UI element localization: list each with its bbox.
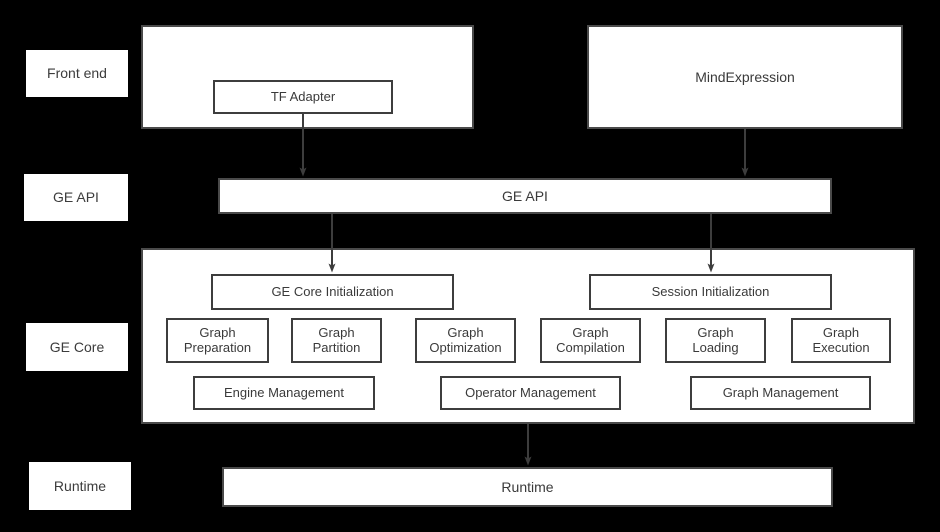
stage-label-ge-core-text: GE Core bbox=[49, 338, 105, 355]
runtime-bar[interactable]: Runtime bbox=[222, 467, 833, 507]
graph-compilation-box[interactable]: Graph Compilation bbox=[540, 318, 641, 363]
graph-execution-line2: Execution bbox=[812, 339, 870, 355]
graph-preparation-line1: Graph bbox=[199, 324, 236, 340]
graph-management-box[interactable]: Graph Management bbox=[690, 376, 871, 410]
mindexpression-label: MindExpression bbox=[695, 68, 795, 85]
engine-management-box[interactable]: Engine Management bbox=[193, 376, 375, 410]
graph-loading-line1: Graph bbox=[697, 324, 734, 340]
graph-preparation-box[interactable]: Graph Preparation bbox=[166, 318, 269, 363]
stage-label-runtime-text: Runtime bbox=[53, 477, 107, 494]
tf-adapter-box[interactable]: TF Adapter bbox=[213, 80, 393, 114]
stage-label-ge-core: GE Core bbox=[26, 323, 128, 371]
graph-optimization-line1: Graph bbox=[447, 324, 484, 340]
graph-partition-line1: Graph bbox=[318, 324, 355, 340]
graph-optimization-line2: Optimization bbox=[429, 339, 502, 355]
engine-management-label: Engine Management bbox=[224, 384, 344, 400]
graph-compilation-line1: Graph bbox=[572, 324, 609, 340]
stage-label-runtime: Runtime bbox=[29, 462, 131, 510]
graph-partition-box[interactable]: Graph Partition bbox=[291, 318, 382, 363]
stage-label-ge-api: GE API bbox=[24, 174, 128, 221]
graph-preparation-line2: Preparation bbox=[183, 339, 252, 355]
stage-label-front-end-text: Front end bbox=[47, 65, 107, 82]
stage-label-front-end: Front end bbox=[26, 50, 128, 97]
operator-management-label: Operator Management bbox=[465, 384, 596, 400]
graph-partition-line2: Partition bbox=[312, 339, 361, 355]
graph-management-label: Graph Management bbox=[722, 384, 839, 400]
tf-adapter-label: TF Adapter bbox=[270, 88, 336, 104]
ge-api-bar-label: GE API bbox=[502, 187, 548, 204]
mindexpression-box[interactable]: MindExpression bbox=[587, 25, 903, 129]
runtime-bar-label: Runtime bbox=[501, 478, 554, 495]
ge-core-initialization-box[interactable]: GE Core Initialization bbox=[211, 274, 454, 310]
graph-compilation-line2: Compilation bbox=[556, 339, 625, 355]
graph-loading-line2: Loading bbox=[692, 339, 739, 355]
ge-api-bar[interactable]: GE API bbox=[218, 178, 832, 214]
session-initialization-box[interactable]: Session Initialization bbox=[589, 274, 832, 310]
operator-management-box[interactable]: Operator Management bbox=[440, 376, 621, 410]
graph-execution-line1: Graph bbox=[822, 324, 860, 340]
graph-optimization-box[interactable]: Graph Optimization bbox=[415, 318, 516, 363]
ge-core-initialization-label: GE Core Initialization bbox=[271, 283, 394, 299]
stage-label-ge-api-text: GE API bbox=[53, 189, 99, 206]
graph-loading-box[interactable]: Graph Loading bbox=[665, 318, 766, 363]
session-initialization-label: Session Initialization bbox=[651, 283, 770, 299]
graph-execution-box[interactable]: Graph Execution bbox=[791, 318, 891, 363]
